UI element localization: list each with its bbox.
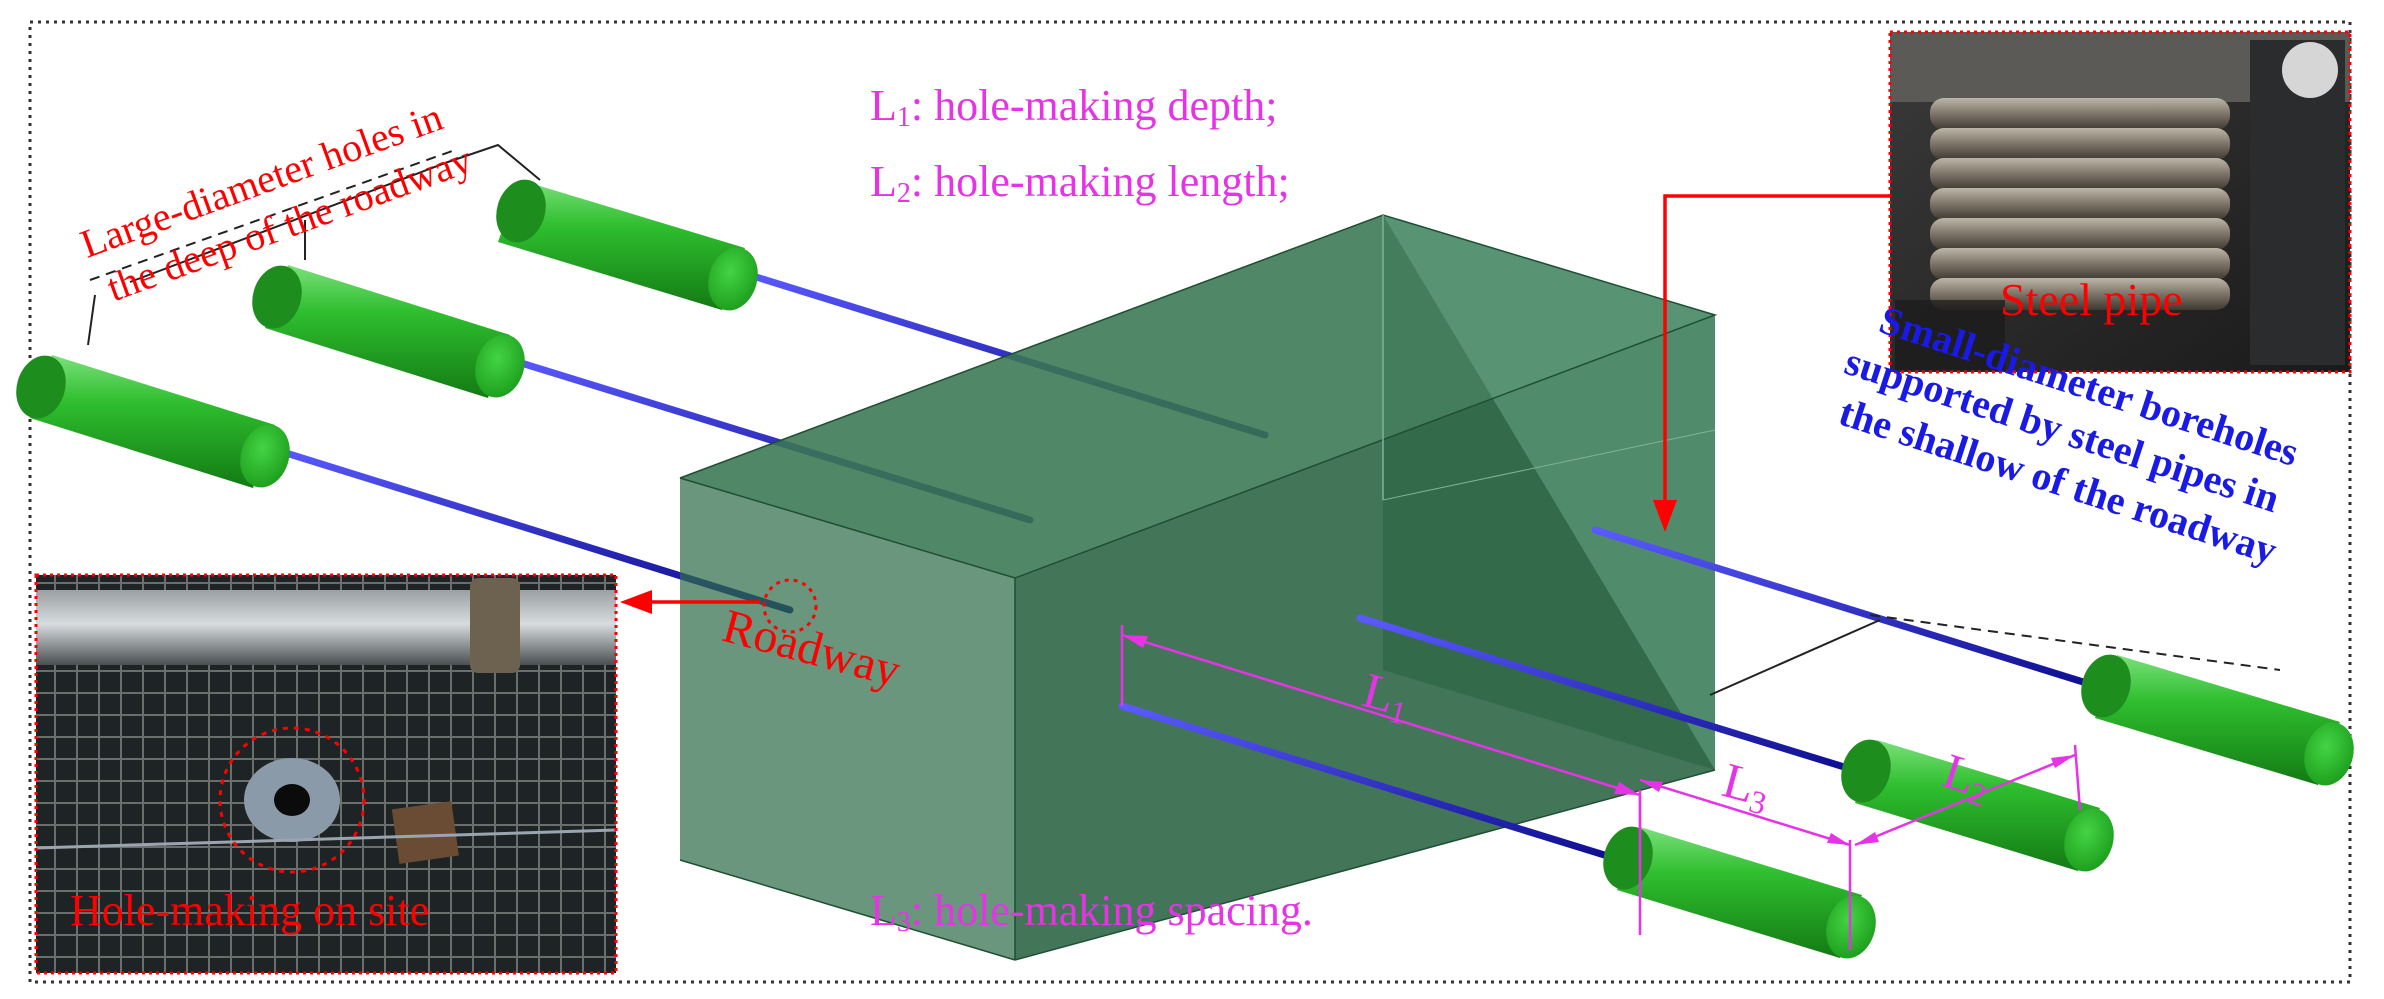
legend-l2: L2: hole-making length; bbox=[870, 157, 1290, 209]
roadway-box bbox=[679, 214, 1718, 961]
photo-connector-arrows bbox=[620, 194, 1900, 614]
steel-pipe-caption: Steel pipe bbox=[2000, 274, 2183, 325]
dim-l3-label: L3 bbox=[1716, 752, 1776, 822]
large-diameter-tube-middle bbox=[252, 265, 525, 398]
figure-frame bbox=[28, 20, 2352, 984]
steel-pipe-tube-middle bbox=[1841, 739, 2114, 872]
rod-shallow-front bbox=[1118, 702, 1644, 870]
hole-making-photo bbox=[35, 575, 617, 973]
steel-pipe-photo bbox=[1890, 32, 2350, 372]
legend: L1: hole-making depth; L2: hole-making l… bbox=[870, 81, 1313, 938]
steel-pipe-tube-back bbox=[2081, 654, 2354, 786]
steel-pipe-photo-frame bbox=[1888, 30, 2352, 374]
hole-marker-circle bbox=[762, 578, 818, 634]
hole-making-photo-frame bbox=[34, 573, 618, 975]
dimension-lines bbox=[1120, 625, 2082, 950]
rod-shallow-back bbox=[1591, 526, 2129, 699]
hole-highlight-circle bbox=[218, 726, 366, 874]
rod-shallow-middle bbox=[1356, 614, 1884, 782]
leader-lines-small bbox=[1709, 614, 2281, 696]
large-diameter-tube-front bbox=[16, 355, 290, 488]
shallow-rods bbox=[1118, 526, 2129, 870]
hole-making-caption: Hole-making on site bbox=[70, 886, 429, 935]
leader-lines-large bbox=[87, 143, 541, 346]
legend-l3: L3: hole-making spacing. bbox=[870, 886, 1313, 938]
legend-l1: L1: hole-making depth; bbox=[870, 81, 1277, 133]
large-diameter-tube-top bbox=[496, 179, 758, 311]
